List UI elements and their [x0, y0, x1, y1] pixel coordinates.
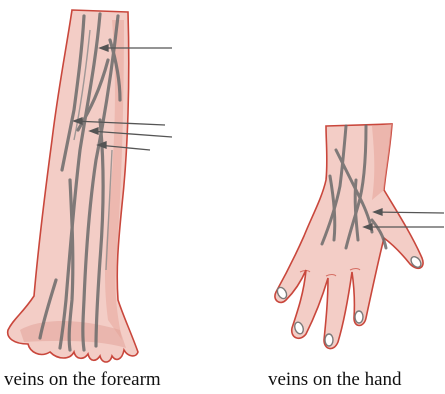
caption-hand: veins on the hand	[268, 369, 402, 391]
fingernail	[325, 334, 333, 346]
fingernail	[355, 311, 363, 323]
hand-drawing	[275, 124, 423, 349]
hand-wrist-shading	[372, 124, 392, 200]
forearm-drawing	[8, 10, 138, 362]
caption-forearm: veins on the forearm	[4, 369, 161, 391]
